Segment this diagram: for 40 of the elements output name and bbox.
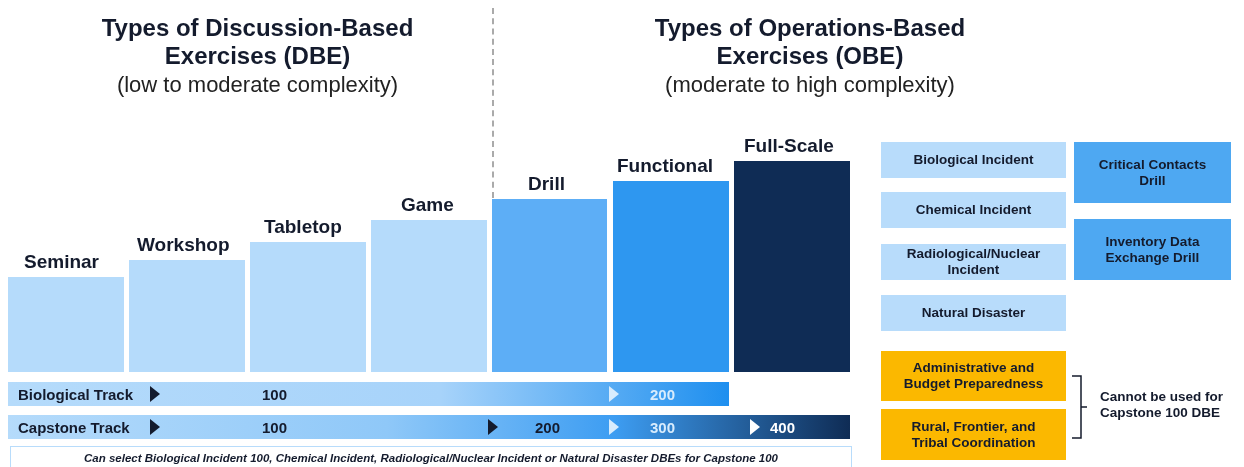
- level-number: 100: [262, 385, 288, 403]
- section-subtitle: (moderate to high complexity): [664, 72, 956, 98]
- level-number: 200: [650, 385, 676, 403]
- topic-label: Rural, Frontier, and Tribal Coordination: [910, 418, 1037, 451]
- level-number: 100: [262, 418, 288, 436]
- restricted-topic-box: [881, 409, 1066, 460]
- topic-label: Chemical Incident: [915, 202, 1032, 218]
- topic-box: [881, 142, 1066, 178]
- track-name: Capstone Track: [18, 418, 130, 436]
- note-box: [10, 446, 852, 467]
- note-text: Can select Biological Incident 100, Chemical Incident, Radiological/Nuclear Incident or Natural Disaster DBEs for Capstone 100: [84, 451, 778, 464]
- level-number: 400: [770, 418, 796, 436]
- topic-label: Administrative and Budget Preparedness: [902, 360, 1045, 392]
- bar-label: Workshop: [136, 234, 231, 256]
- track-name: Biological Track: [18, 385, 134, 403]
- bar-label: Seminar: [23, 251, 100, 273]
- section-heading: Types of Discussion-Based Exercises (DBE): [100, 14, 415, 70]
- track-bar: [8, 382, 729, 406]
- topic-label: Radiological/Nuclear Incident: [905, 246, 1042, 278]
- topic-label: Critical Contacts Drill: [1097, 156, 1208, 189]
- topic-box: [881, 192, 1066, 228]
- bar-label: Drill: [527, 173, 566, 195]
- topic-label: Biological Incident: [913, 152, 1034, 168]
- restricted-topic-box: [881, 351, 1066, 401]
- section-subtitle: (low to moderate complexity): [115, 72, 400, 98]
- topic-label: Inventory Data Exchange Drill: [1104, 233, 1201, 266]
- track-bar: [8, 415, 850, 439]
- bar-label: Game: [400, 194, 455, 216]
- bar-label: Full-Scale: [743, 135, 835, 157]
- topic-box: [1074, 219, 1231, 280]
- topic-box: [881, 244, 1066, 280]
- bar-label: Tabletop: [263, 216, 343, 238]
- topic-box: [1074, 142, 1231, 203]
- section-heading: Types of Operations-Based Exercises (OBE): [653, 14, 967, 70]
- level-number: 300: [650, 418, 676, 436]
- topic-label: Natural Disaster: [921, 305, 1026, 321]
- bar-label: Functional: [616, 155, 715, 177]
- topic-box: [881, 295, 1066, 331]
- note-text: Cannot be used for Capstone 100 DBE: [1100, 389, 1224, 421]
- level-number: 200: [535, 418, 561, 436]
